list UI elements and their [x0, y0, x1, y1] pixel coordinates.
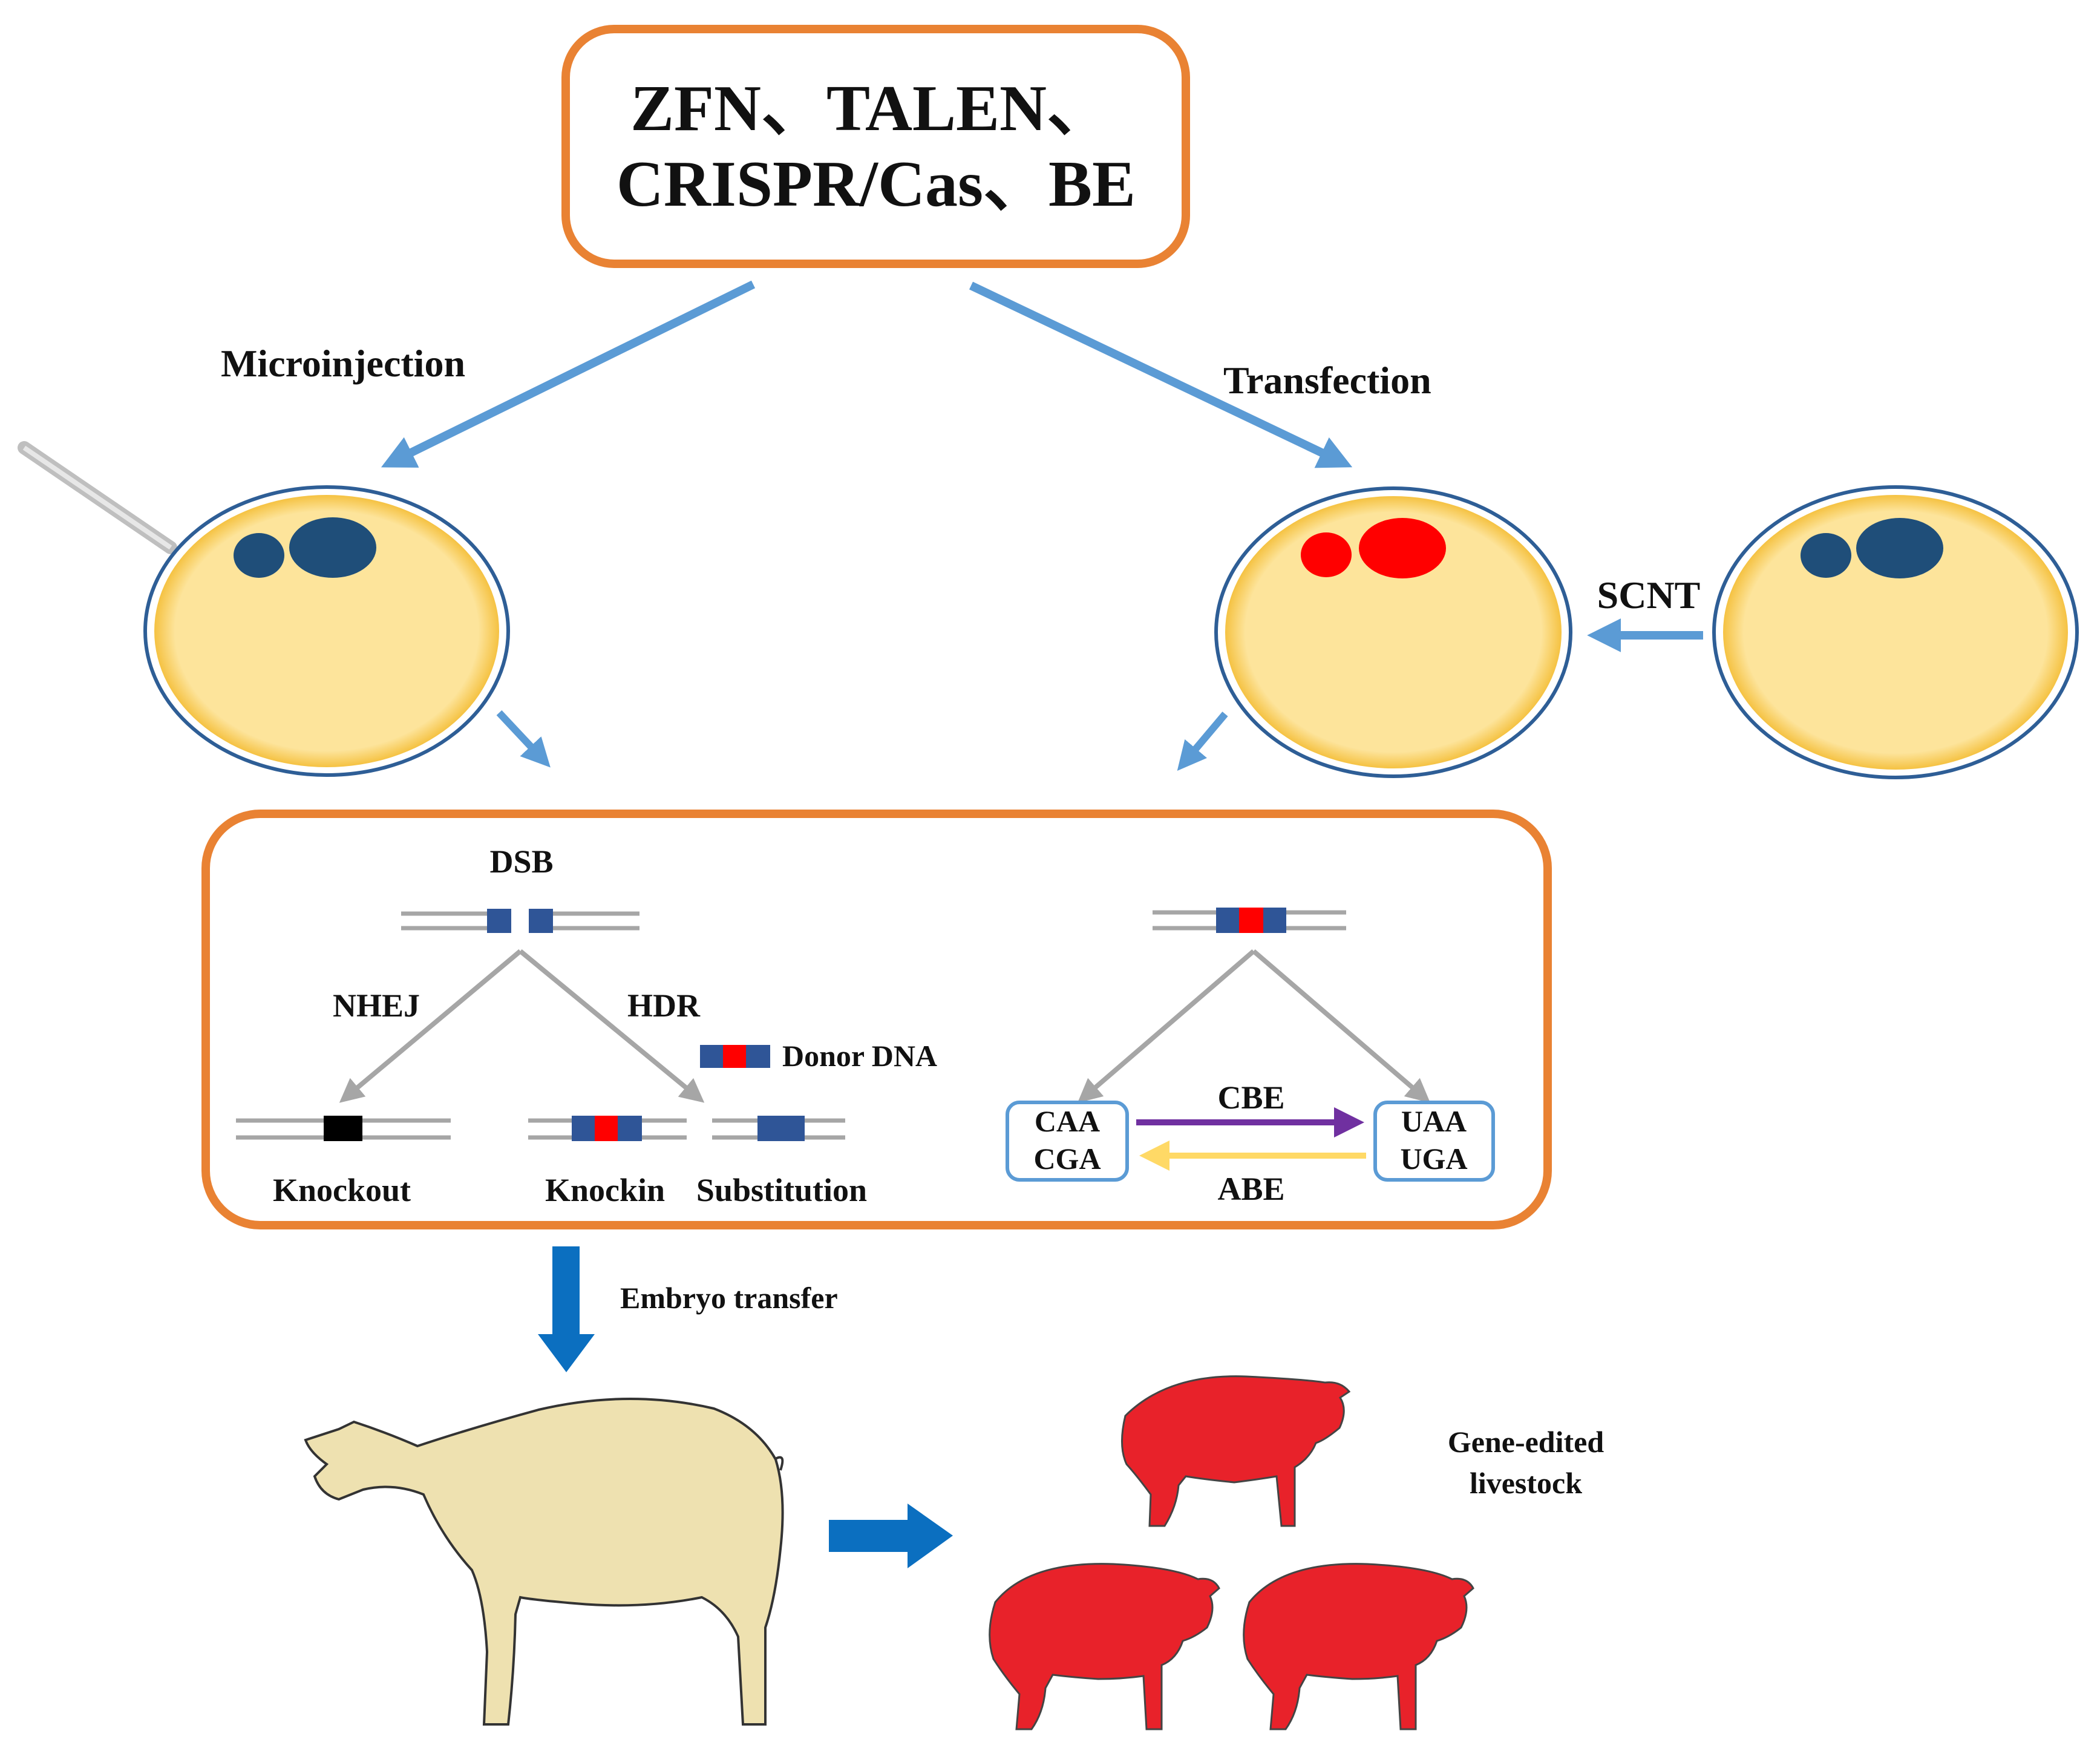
knockout-dna	[236, 1116, 451, 1141]
nhej-branch	[339, 949, 522, 1103]
microinjection-arrow	[381, 280, 756, 468]
result-arrow	[829, 1504, 953, 1568]
knockin-label: Knockin	[545, 1172, 665, 1208]
injection-pipette	[18, 441, 177, 554]
donor-nucleus-large	[1856, 518, 1943, 578]
donor-cell	[1712, 485, 2079, 779]
hdr-branch	[518, 949, 705, 1103]
abe-label: ABE	[1217, 1171, 1284, 1207]
edited-pig-top	[1121, 1375, 1351, 1527]
donor-dna-label: Donor DNA	[782, 1039, 937, 1073]
codon-left-2: CGA	[1033, 1142, 1101, 1176]
knockout-label: Knockout	[273, 1172, 411, 1208]
donor-nucleus-small	[1801, 533, 1851, 578]
dsb-dna	[401, 909, 639, 933]
pronucleus-small	[234, 533, 284, 578]
substitution-dna	[712, 1116, 845, 1141]
codon-left-1: CAA	[1035, 1104, 1100, 1138]
dsb-label: DSB	[489, 843, 553, 880]
edited-cell	[1214, 486, 1572, 778]
be-branch-right	[1252, 949, 1431, 1103]
knockin-dna	[528, 1116, 687, 1141]
gene-edited-label-line1: Gene-edited	[1448, 1425, 1604, 1459]
embryo-transfer-label: Embryo transfer	[620, 1281, 838, 1315]
edited-nucleus-small	[1301, 532, 1352, 577]
codon-box-right	[1373, 1101, 1495, 1182]
tools-title-line1: ZFN、TALEN、	[630, 73, 1112, 145]
cbe-label: CBE	[1217, 1079, 1284, 1116]
codon-right-1: UAA	[1401, 1104, 1467, 1138]
codon-right-2: UGA	[1400, 1142, 1467, 1176]
hdr-label: HDR	[627, 987, 701, 1024]
cell-to-outcome-arrow-left	[496, 710, 551, 768]
transfection-arrow	[969, 281, 1353, 468]
edited-pig-bottom-right	[1243, 1563, 1474, 1730]
donor-dna-block	[700, 1045, 770, 1068]
embryo-transfer-arrow	[538, 1246, 595, 1372]
cell-to-outcome-arrow-right	[1177, 712, 1228, 771]
codon-box-left	[1006, 1101, 1129, 1182]
be-branch-left	[1077, 949, 1255, 1103]
tools-title-box	[561, 25, 1190, 268]
microinjection-label: Microinjection	[221, 342, 465, 385]
transfection-label: Transfection	[1223, 359, 1431, 402]
zygote-cell-left	[143, 485, 510, 777]
surrogate-pig	[304, 1398, 784, 1726]
edited-nucleus-large	[1359, 518, 1446, 578]
pronucleus-large	[289, 517, 376, 578]
base-editing-dna	[1153, 908, 1346, 933]
scnt-label: SCNT	[1597, 574, 1701, 617]
substitution-label: Substitution	[696, 1172, 867, 1208]
gene-edited-label-line2: livestock	[1470, 1466, 1582, 1500]
tools-title-line2: CRISPR/Cas、BE	[617, 148, 1136, 220]
edited-pig-bottom-left	[989, 1563, 1220, 1730]
nhej-label: NHEJ	[333, 987, 420, 1024]
